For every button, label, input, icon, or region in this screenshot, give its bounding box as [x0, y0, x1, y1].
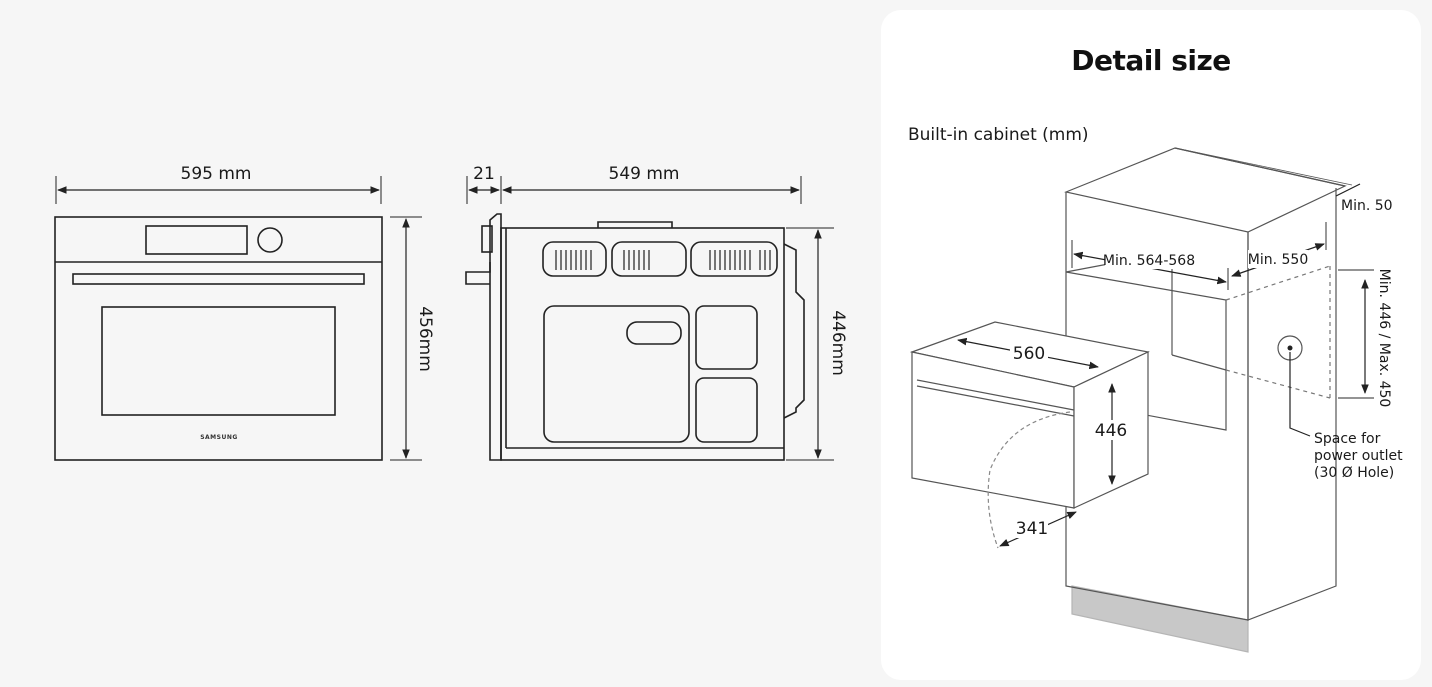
oven-front-body	[54, 216, 383, 461]
front-width-label: 595 mm	[181, 164, 252, 184]
min-width-label: Min. 564-568	[1103, 253, 1195, 269]
brand-logo: SAMSUNG	[200, 434, 238, 441]
side-view	[465, 176, 834, 461]
control-knob	[257, 227, 283, 253]
cabinet-drawing	[909, 147, 1374, 653]
detail-size-title: Detail size	[1071, 44, 1231, 77]
door-handle	[72, 273, 365, 285]
front-height-label: 456mm	[415, 306, 435, 372]
side-height-label: 446mm	[828, 310, 848, 376]
display-panel	[145, 225, 248, 255]
outlet-label-line1: Space for	[1314, 431, 1381, 447]
door-depth-label: 21	[473, 164, 495, 184]
side-depth-label: 549 mm	[609, 164, 680, 184]
oven-height-label: 446	[1095, 421, 1127, 441]
outlet-label-line3: (30 Ø Hole)	[1314, 465, 1394, 481]
front-view	[54, 176, 422, 461]
min-height-label: Min. 446 / Max. 450	[1376, 269, 1392, 408]
min-50-label: Min. 50	[1341, 198, 1393, 214]
built-in-cabinet-subtitle: Built-in cabinet (mm)	[908, 125, 1089, 145]
oven-width-label: 560	[1013, 344, 1045, 364]
door-window	[101, 306, 336, 416]
min-depth-label: Min. 550	[1248, 252, 1308, 268]
cabinet-plinth	[1071, 585, 1249, 653]
door-swing-label: 341	[1016, 519, 1048, 539]
outlet-label-line2: power outlet	[1314, 448, 1403, 464]
